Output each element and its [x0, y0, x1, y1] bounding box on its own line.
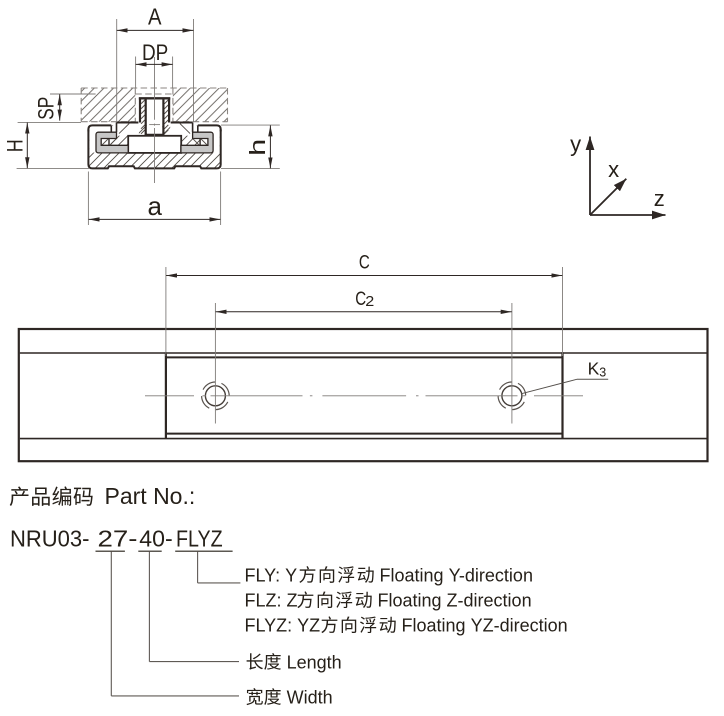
svg-text:x: x	[608, 157, 619, 182]
svg-text:A: A	[148, 3, 162, 29]
svg-text:Part No.:: Part No.:	[105, 483, 196, 509]
svg-text:2: 2	[365, 293, 374, 310]
svg-text:Floating Y-direction: Floating Y-direction	[380, 565, 533, 585]
svg-text:40-: 40-	[139, 525, 172, 551]
svg-text:FLYZ: YZ: FLYZ: YZ	[245, 616, 321, 636]
svg-text:C: C	[359, 251, 370, 273]
svg-text:NRU03-: NRU03-	[10, 525, 90, 551]
svg-text:H: H	[2, 139, 27, 152]
svg-text:Floating YZ-direction: Floating YZ-direction	[402, 616, 568, 636]
svg-text:FLY: Y: FLY: Y	[245, 565, 298, 585]
svg-text:Length: Length	[287, 652, 342, 672]
svg-text:DP: DP	[142, 40, 168, 65]
svg-text:FLYZ: FLYZ	[176, 525, 223, 551]
svg-text:h: h	[245, 139, 270, 156]
svg-text:Floating Z-direction: Floating Z-direction	[378, 591, 532, 611]
svg-text:a: a	[147, 191, 162, 221]
svg-text:y: y	[570, 132, 581, 157]
svg-text:27-: 27-	[98, 525, 138, 551]
svg-text:z: z	[654, 186, 665, 211]
svg-text:SP: SP	[34, 97, 59, 120]
svg-text:C: C	[355, 288, 366, 310]
svg-text:FLZ: Z: FLZ: Z	[245, 591, 298, 611]
svg-text:Width: Width	[287, 687, 333, 707]
